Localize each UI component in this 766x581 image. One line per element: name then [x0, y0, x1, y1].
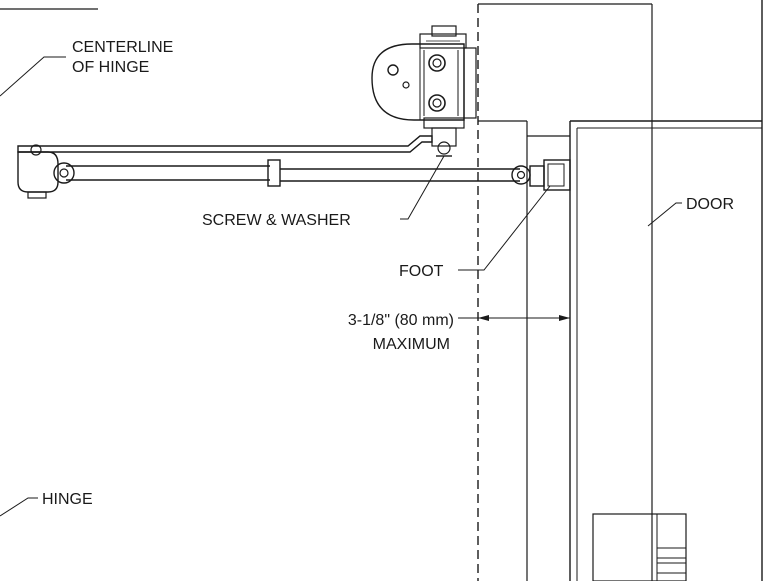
bottom-hardware: [592, 513, 687, 581]
hardware-knuckle: [656, 547, 687, 559]
adjustment-nut: [267, 159, 281, 187]
closer-top-cap: [419, 33, 467, 49]
elbow-pivot-icon: [30, 144, 42, 156]
forearm-rod: [66, 159, 520, 187]
main-arm: [17, 135, 433, 153]
dimension-label-line2: MAXIMUM: [373, 336, 450, 353]
closer-body: [371, 25, 477, 157]
closer-adjust-screw-top-icon: [428, 54, 446, 72]
hinge-leader: [0, 497, 38, 517]
closer-spindle-top: [431, 25, 457, 37]
dimension-line: [458, 315, 570, 321]
elbow-bolt: [27, 191, 47, 199]
centerline-label-line1: CENTERLINE: [72, 39, 173, 56]
dimension-arrow-left-icon: [478, 315, 489, 321]
leaders: [0, 56, 682, 517]
hardware-knuckle-lower: [656, 562, 687, 574]
arm-foot: [511, 159, 571, 191]
foot-link: [529, 165, 545, 187]
centerline-leader: [0, 56, 66, 97]
closer-valve-1-icon: [387, 64, 399, 76]
closer-valve-2-icon: [402, 81, 410, 89]
closer-spindle: [431, 127, 457, 147]
hinge-label: HINGE: [42, 491, 93, 508]
door-label: DOOR: [686, 196, 734, 213]
dimension-arrow-right-icon: [559, 315, 570, 321]
centerline-label-line2: OF HINGE: [72, 59, 149, 76]
elbow-block: [17, 151, 59, 193]
closer-adjust-screw-bottom-icon: [428, 94, 446, 112]
door-panel: [569, 0, 763, 581]
foot-label: FOOT: [399, 263, 444, 280]
door-frame: [477, 3, 653, 581]
screw-and-washer-icon: [437, 141, 451, 155]
closer-mounting-plate: [463, 47, 477, 119]
main-arm-outline: [17, 135, 433, 153]
foot-leader: [458, 185, 551, 271]
closer-body-outline: [371, 43, 465, 121]
dimension-label-line1: 3-1/8" (80 mm): [348, 312, 454, 329]
screw-washer-label: SCREW & WASHER: [202, 212, 351, 229]
screw-washer-leader: [400, 155, 445, 220]
door-leader: [647, 202, 682, 227]
arm-elbow: [17, 144, 75, 199]
foot-bracket: [543, 159, 571, 191]
forearm-eye-icon: [53, 162, 75, 184]
